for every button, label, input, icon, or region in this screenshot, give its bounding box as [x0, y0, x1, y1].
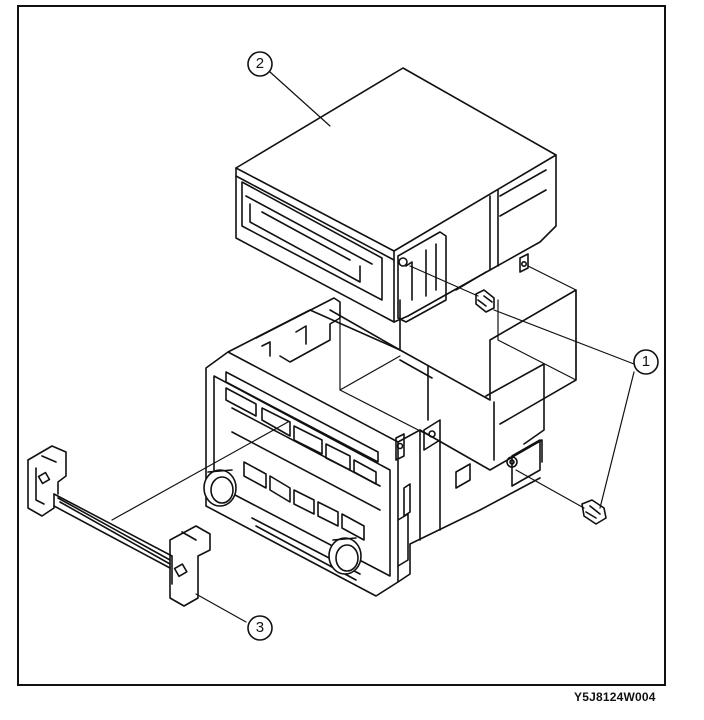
figure-frame [17, 5, 666, 686]
screw-lower-part-1 [581, 499, 607, 525]
screw-upper-part-1 [475, 289, 495, 313]
figure-reference-code: Y5J8124W004 [574, 690, 656, 704]
callout-2 [247, 51, 273, 77]
callout-label-2: 2 [255, 55, 265, 72]
callout-1 [633, 349, 659, 375]
mounting-sleeve [255, 289, 577, 487]
callout-label-1: 1 [641, 353, 651, 370]
leader-lines [111, 71, 635, 623]
front-bracket-part-3 [27, 445, 211, 607]
callout-3 [247, 615, 273, 641]
audio-head-unit [203, 309, 543, 597]
callout-label-3: 3 [255, 619, 265, 636]
upper-unit-part-2 [235, 67, 557, 323]
